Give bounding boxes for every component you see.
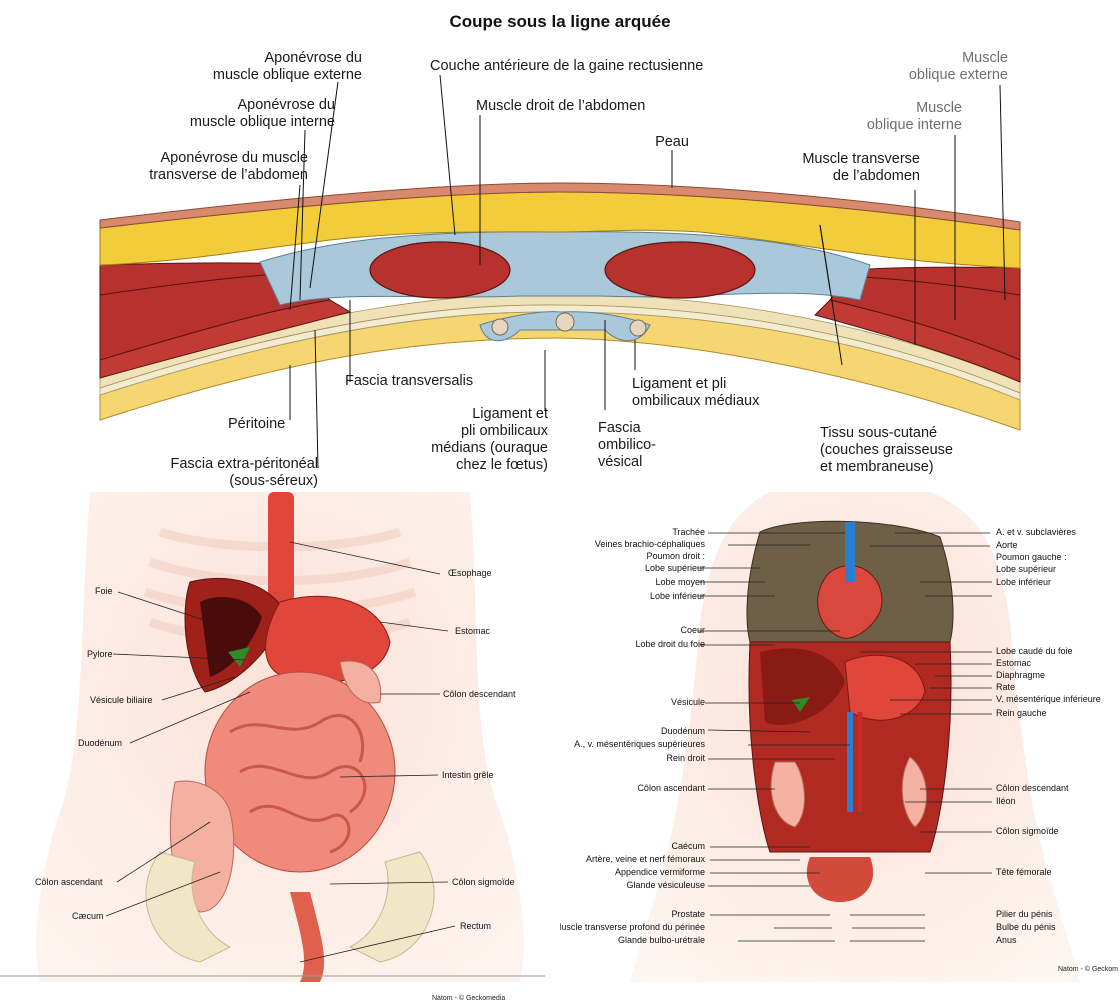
label-couche-anterieure: Couche antérieure de la gaine rectusienn… [430, 58, 703, 74]
right-left-label: Glande vésiculeuse [626, 880, 705, 890]
right-left-label: Lobe supérieur [645, 563, 705, 573]
right-right-label: Rein gauche [996, 708, 1047, 718]
label-peritoine: Péritoine [228, 416, 285, 432]
label-fascia-transversalis: Fascia transversalis [345, 373, 473, 389]
right-right-label: Côlon descendant [996, 783, 1069, 793]
right-left-label: Poumon droit : [646, 551, 705, 561]
right-right-label: Lobe caudé du foie [996, 646, 1073, 656]
abdominal-wall-illustration [100, 183, 1020, 430]
label-fascia-ombilico-1: Fascia [598, 420, 642, 436]
right-left-label: Glande bulbo-urétrale [618, 935, 705, 945]
label-rectum: Rectum [460, 921, 491, 931]
right-left-label: Vésicule [671, 697, 705, 707]
label-vesicule-biliaire: Vésicule biliaire [90, 695, 153, 705]
credit-left: Natom - © Geckomedia [432, 995, 505, 1002]
label-ligament-mediaux-1: Ligament et pli [632, 376, 726, 392]
label-muscle-droit: Muscle droit de l’abdomen [476, 98, 645, 114]
label-ligament-medians-1: Ligament et [472, 406, 548, 422]
label-apon-transverse-2: transverse de l’abdomen [149, 167, 308, 183]
label-muscle-oblique-externe-1: Muscle [962, 50, 1008, 66]
right-right-label: Côlon sigmoïde [996, 826, 1059, 836]
label-ligament-medians-2: pli ombilicaux [461, 423, 549, 439]
right-left-label: Muscle transverse profond du périnée [560, 922, 705, 932]
right-left-label: Lobe droit du foie [635, 639, 705, 649]
label-colon-sigmoide: Côlon sigmoïde [452, 877, 515, 887]
torso-illustration [36, 492, 524, 982]
right-left-label: Caécum [671, 841, 705, 851]
label-oesophage: Œsophage [448, 568, 492, 578]
label-tissu-2: (couches graisseuse [820, 442, 953, 458]
digestive-system-diagram: Œsophage Foie Estomac Pylore Vésicule bi… [0, 492, 560, 982]
right-right-label: Rate [996, 682, 1015, 692]
section-title: Coupe sous la ligne arquée [449, 12, 670, 31]
label-ligament-medians-4: chez le fœtus) [456, 457, 548, 473]
label-intestin-grele: Intestin grêle [442, 770, 494, 780]
right-left-label: Coeur [680, 625, 705, 635]
label-fascia-extra-1: Fascia extra-péritonéal [171, 456, 319, 472]
label-muscle-transverse-1: Muscle transverse [802, 151, 920, 167]
label-apon-oblique-externe-1: Aponévrose du [264, 50, 362, 66]
right-right-label: Poumon gauche : [996, 552, 1067, 562]
right-right-label: Pilier du pénis [996, 909, 1053, 919]
label-fascia-ombilico-2: ombilico- [598, 437, 656, 453]
right-left-label: Artère, veine et nerf fémoraux [586, 854, 706, 864]
label-ligament-mediaux-2: ombilicaux médiaux [632, 393, 760, 409]
label-apon-oblique-interne-1: Aponévrose du [237, 97, 335, 113]
right-left-label: Rein droit [666, 753, 705, 763]
label-tissu-3: et membraneuse) [820, 459, 934, 475]
right-left-label: Trachée [672, 527, 705, 537]
right-right-label: Bulbe du pénis [996, 922, 1056, 932]
label-muscle-oblique-interne-1: Muscle [916, 100, 962, 116]
right-right-label: Lobe inférieur [996, 577, 1051, 587]
label-colon-descendant: Côlon descendant [443, 689, 516, 699]
right-right-label: Aorte [996, 540, 1018, 550]
credit-right: Natom - © Geckom [1058, 966, 1118, 973]
label-ligament-medians-3: médians (ouraque [431, 440, 548, 456]
right-right-label: Anus [996, 935, 1017, 945]
right-right-label: Diaphragme [996, 670, 1045, 680]
right-left-label: Appendice vermiforme [615, 867, 705, 877]
right-right-label: Tête fémorale [996, 867, 1052, 877]
label-duodenum: Duodénum [78, 738, 122, 748]
label-foie: Foie [95, 586, 113, 596]
right-right-label: Lobe supérieur [996, 564, 1056, 574]
label-pylore: Pylore [87, 649, 113, 659]
right-left-label: Lobe moyen [655, 577, 705, 587]
right-left-label: Côlon ascendant [637, 783, 705, 793]
right-left-label: Lobe inférieur [650, 591, 705, 601]
right-right-label: V. mésentérique inférieure [996, 694, 1101, 704]
label-muscle-oblique-externe-2: oblique externe [909, 67, 1008, 83]
label-estomac: Estomac [455, 626, 491, 636]
label-colon-ascendant: Côlon ascendant [35, 877, 103, 887]
abdominal-wall-section-diagram: Coupe sous la ligne arquée [0, 0, 1120, 490]
label-apon-oblique-interne-2: muscle oblique interne [190, 114, 335, 130]
label-muscle-oblique-interne-2: oblique interne [867, 117, 962, 133]
right-left-label: Duodénum [661, 726, 705, 736]
right-left-label: Prostate [671, 909, 705, 919]
label-apon-oblique-externe-2: muscle oblique externe [213, 67, 362, 83]
right-right-label: Iléon [996, 796, 1016, 806]
label-caecum: Cæcum [72, 911, 104, 921]
label-tissu-1: Tissu sous-cutané [820, 425, 937, 441]
right-right-label: Estomac [996, 658, 1032, 668]
label-muscle-transverse-2: de l’abdomen [833, 168, 920, 184]
label-fascia-extra-2: (sous-séreux) [229, 473, 318, 489]
right-right-label: A. et v. subclavières [996, 527, 1076, 537]
label-peau: Peau [655, 134, 689, 150]
label-fascia-ombilico-3: vésical [598, 454, 642, 470]
right-left-label: A., v. mésentériques supérieures [574, 739, 705, 749]
right-left-label: Veines brachio-céphaliques [595, 539, 706, 549]
label-apon-transverse-1: Aponévrose du muscle [161, 150, 309, 166]
